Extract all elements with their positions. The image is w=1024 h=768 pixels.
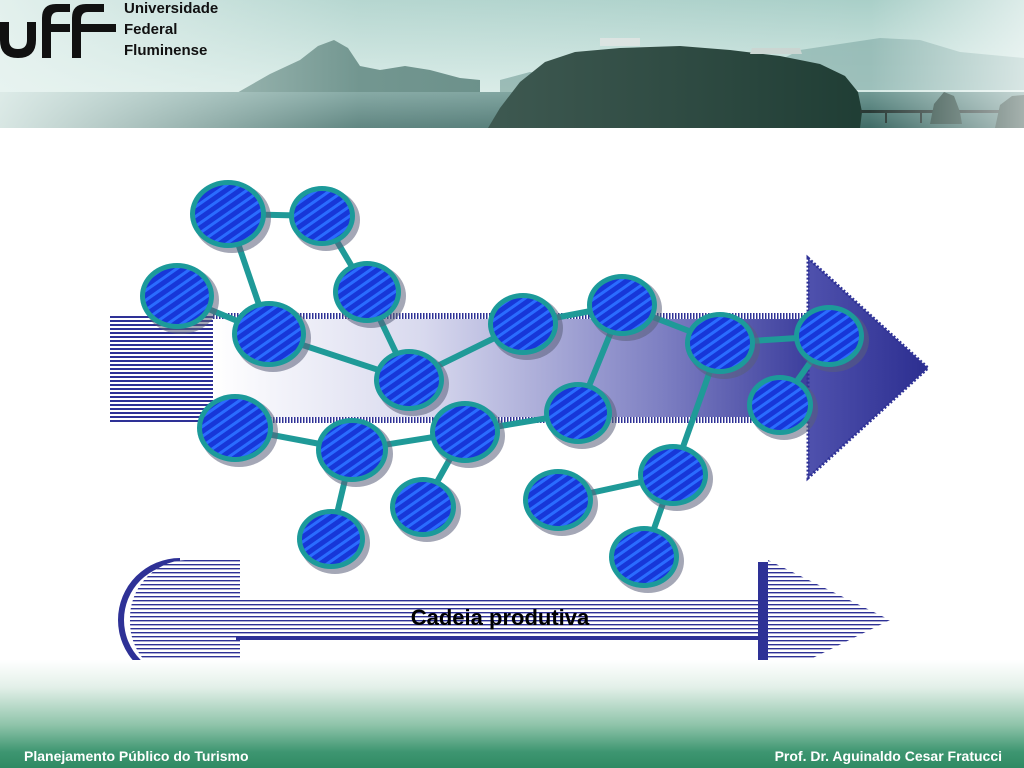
landscape-photo [0, 0, 1024, 128]
network-node [544, 382, 617, 449]
header-banner: Universidade Federal Fluminense [0, 0, 1024, 128]
bottom-arrow-head [768, 560, 890, 660]
network-node [197, 394, 278, 467]
footer-author: Prof. Dr. Aguinaldo Cesar Fratucci [774, 748, 1002, 764]
uff-logo-icon [0, 4, 116, 58]
network-node [374, 349, 449, 416]
network-nodes [140, 180, 869, 593]
logo-line-1: Universidade [124, 0, 219, 17]
logo-line-2: Federal [124, 21, 178, 38]
network-node [140, 263, 219, 334]
chain-label: Cadeia produtiva [410, 605, 590, 630]
bottom-arrow-bar [758, 562, 768, 660]
network-node [609, 526, 684, 593]
network-node [747, 375, 818, 440]
network-node [638, 444, 713, 511]
bottom-arrow-tail [129, 560, 240, 660]
footer-bar: Planejamento Público do Turismo Prof. Dr… [0, 660, 1024, 768]
network-node [523, 469, 598, 536]
arrow-tail-stripes [110, 314, 215, 422]
network-node [289, 186, 360, 251]
value-chain-diagram [110, 180, 931, 660]
footer-course-title: Planejamento Público do Turismo [24, 748, 249, 764]
university-name: Universidade Federal Fluminense [124, 0, 218, 61]
bottom-arrow-shaft [236, 600, 770, 640]
network-node [232, 301, 311, 372]
network-node [390, 477, 461, 542]
bottom-arrow-curve [118, 558, 180, 660]
network-node [316, 418, 393, 487]
network-node [333, 261, 406, 328]
network-node [488, 293, 563, 360]
network-node [430, 401, 505, 468]
network-node [190, 180, 271, 253]
logo-line-3: Fluminense [124, 42, 208, 59]
network-node [587, 274, 662, 341]
network-node [297, 509, 370, 574]
network-node [794, 305, 869, 372]
bottom-arrow [118, 558, 890, 660]
arrow-bottom-edge [213, 417, 813, 423]
network-node [685, 312, 760, 379]
